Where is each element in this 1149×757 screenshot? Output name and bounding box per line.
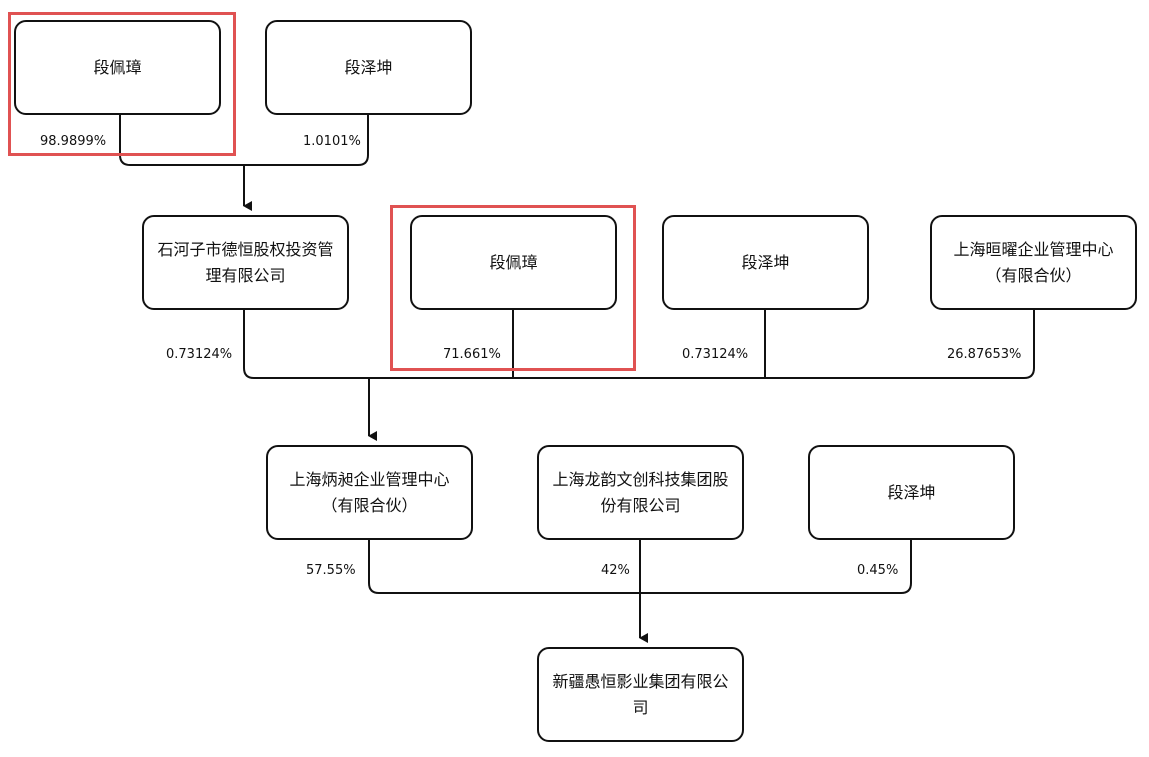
edge-b-shihezi <box>243 310 1035 379</box>
percentage-label: 71.661% <box>443 347 501 362</box>
node-label-line: （有限合伙） <box>985 265 1082 285</box>
company-shanghai-xuanyao[interactable]: 上海晅曜企业管理中心 （有限合伙） <box>930 215 1137 310</box>
company-shanghai-bingqi[interactable]: 上海炳昶企业管理中心 （有限合伙） <box>266 445 473 540</box>
node-label: 段泽坤 <box>887 482 936 502</box>
node-label: 段佩璋 <box>489 252 538 272</box>
node-label-line: 上海龙韵文创科技集团股 <box>552 469 729 489</box>
percentage-label: 0.45% <box>857 563 899 578</box>
node-label-line: 新疆愚恒影业集团有限公 <box>552 671 729 691</box>
percentage-label: 98.9899% <box>40 134 107 149</box>
shareholder-duan-zekun-mid[interactable]: 段泽坤 <box>662 215 869 310</box>
target-company-xinjiang-yuheng[interactable]: 新疆愚恒影业集团有限公 司 <box>537 647 744 742</box>
company-shanghai-longyun[interactable]: 上海龙韵文创科技集团股 份有限公司 <box>537 445 744 540</box>
percentage-label: 1.0101% <box>303 134 361 149</box>
percentage-label: 42% <box>601 563 630 578</box>
node-label: 段佩璋 <box>93 57 142 77</box>
shareholder-duan-zekun-top[interactable]: 段泽坤 <box>265 20 472 115</box>
shareholder-duan-peizhang-top[interactable]: 段佩璋 <box>14 20 221 115</box>
percentage-label: 0.73124% <box>166 347 233 362</box>
node-label-line: 上海晅曜企业管理中心 <box>953 239 1114 259</box>
node-label-line: （有限合伙） <box>321 495 418 515</box>
node-label-group: 上海龙韵文创科技集团股 份有限公司 <box>552 467 728 519</box>
node-label-line: 上海炳昶企业管理中心 <box>289 469 450 489</box>
node-label-group: 上海晅曜企业管理中心 （有限合伙） <box>953 237 1113 289</box>
shareholder-duan-zekun-low[interactable]: 段泽坤 <box>808 445 1015 540</box>
node-label-group: 新疆愚恒影业集团有限公 司 <box>552 669 728 721</box>
highlight-box-duan-peizhang-mid <box>390 205 636 371</box>
node-label: 段泽坤 <box>741 252 790 272</box>
percentage-label: 26.87653% <box>947 347 1022 362</box>
company-shihezi-deheng[interactable]: 石河子市德恒股权投资管 理有限公司 <box>142 215 349 310</box>
highlight-box-duan-peizhang-top <box>8 12 236 156</box>
percentage-label: 57.55% <box>306 563 356 578</box>
node-label-line: 理有限公司 <box>205 265 286 285</box>
node-label-line: 司 <box>632 697 649 717</box>
node-label-group: 石河子市德恒股权投资管 理有限公司 <box>157 237 333 289</box>
shareholder-duan-peizhang-mid[interactable]: 段佩璋 <box>410 215 617 310</box>
node-label-line: 份有限公司 <box>600 495 681 515</box>
node-label-line: 石河子市德恒股权投资管 <box>157 239 334 259</box>
percentage-label: 0.73124% <box>682 347 749 362</box>
node-label-group: 上海炳昶企业管理中心 （有限合伙） <box>289 467 449 519</box>
node-label: 段泽坤 <box>344 57 393 77</box>
